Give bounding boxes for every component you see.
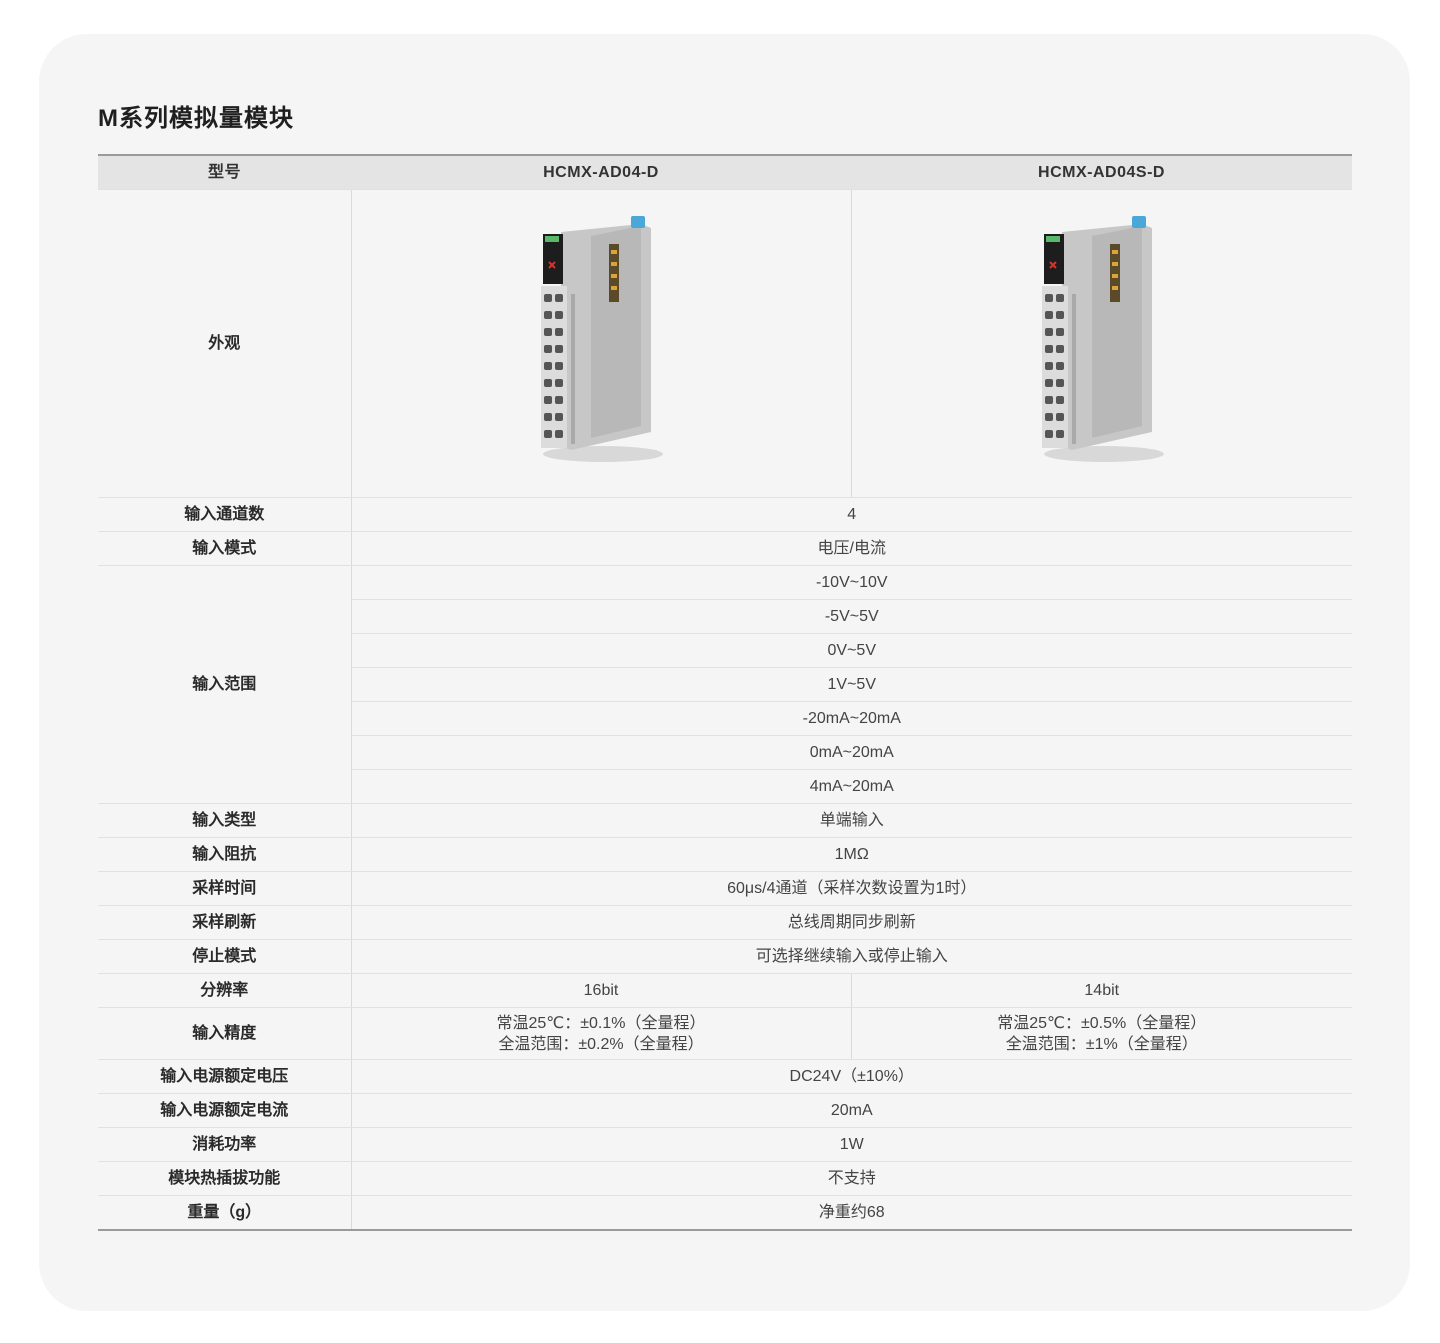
row-value-b: 常温25℃：±0.5%（全量程） 全温范围：±1%（全量程）	[851, 1007, 1352, 1060]
range-value: 4mA~20mA	[351, 769, 1352, 804]
module-image-b-cell	[851, 189, 1352, 498]
spec-table: 型号 HCMX-AD04-D HCMX-AD04S-D 外观	[98, 154, 1352, 1231]
row-value: 1W	[351, 1127, 1352, 1162]
row-label: 输入电源额定电流	[98, 1093, 352, 1128]
accuracy-line: 常温25℃：±0.5%（全量程）	[997, 1014, 1207, 1032]
header-model-a: HCMX-AD04-D	[351, 155, 851, 190]
row-value: 不支持	[351, 1161, 1352, 1196]
table-row-mode: 输入模式 电压/电流	[98, 531, 1352, 566]
row-label: 输入范围	[98, 565, 352, 804]
table-row-range: 0mA~20mA	[98, 735, 1352, 770]
row-value-a: 常温25℃：±0.1%（全量程） 全温范围：±0.2%（全量程）	[351, 1007, 852, 1060]
row-label: 停止模式	[98, 939, 352, 974]
header-model-b: HCMX-AD04S-D	[851, 155, 1352, 190]
table-row-resolution: 分辨率 16bit 14bit	[98, 973, 1352, 1008]
row-value: 总线周期同步刷新	[351, 905, 1352, 940]
accuracy-line: 全温范围：±0.2%（全量程）	[498, 1035, 704, 1053]
row-value: DC24V（±10%）	[351, 1059, 1352, 1094]
row-label: 输入阻抗	[98, 837, 352, 872]
row-value: 净重约68	[351, 1195, 1352, 1231]
module-image-icon	[1041, 215, 1164, 462]
table-row-rated-voltage: 输入电源额定电压 DC24V（±10%）	[98, 1059, 1352, 1094]
module-image-a-cell	[351, 189, 852, 498]
table-row-range: 4mA~20mA	[98, 769, 1352, 804]
table-row-appearance: 外观	[98, 189, 1352, 498]
module-image-icon	[541, 215, 663, 462]
page-title: M系列模拟量模块	[98, 105, 294, 132]
row-label: 输入通道数	[98, 497, 352, 532]
table-row-range: -20mA~20mA	[98, 701, 1352, 736]
row-value-b: 14bit	[851, 973, 1352, 1008]
accuracy-line: 全温范围：±1%（全量程）	[1005, 1035, 1198, 1053]
row-value: 1MΩ	[351, 837, 1352, 872]
row-label: 输入类型	[98, 803, 352, 838]
table-row-channels: 输入通道数 4	[98, 497, 1352, 532]
table-row-sample-time: 采样时间 60μs/4通道（采样次数设置为1时）	[98, 871, 1352, 906]
row-value: 60μs/4通道（采样次数设置为1时）	[351, 871, 1352, 906]
range-value: 0mA~20mA	[351, 735, 1352, 770]
row-label: 重量（g）	[98, 1195, 352, 1231]
range-value: 1V~5V	[351, 667, 1352, 702]
table-row-impedance: 输入阻抗 1MΩ	[98, 837, 1352, 872]
table-header-row: 型号 HCMX-AD04-D HCMX-AD04S-D	[98, 155, 1352, 190]
table-row-power: 消耗功率 1W	[98, 1127, 1352, 1162]
table-row-type: 输入类型 单端输入	[98, 803, 1352, 838]
row-label: 采样刷新	[98, 905, 352, 940]
table-row-range: 0V~5V	[98, 633, 1352, 668]
range-value: -5V~5V	[351, 599, 1352, 634]
table-row-accuracy: 输入精度 常温25℃：±0.1%（全量程） 全温范围：±0.2%（全量程） 常温…	[98, 1007, 1352, 1060]
row-label: 输入电源额定电压	[98, 1059, 352, 1094]
range-value: -20mA~20mA	[351, 701, 1352, 736]
header-label: 型号	[98, 155, 351, 190]
row-value: 4	[351, 497, 1352, 532]
row-label: 消耗功率	[98, 1127, 352, 1162]
row-label: 输入模式	[98, 531, 352, 566]
row-value: 电压/电流	[351, 531, 1352, 566]
row-label: 模块热插拔功能	[98, 1161, 352, 1196]
row-label: 输入精度	[98, 1007, 352, 1060]
row-value: 可选择继续输入或停止输入	[351, 939, 1352, 974]
row-label: 分辨率	[98, 973, 352, 1008]
row-value-a: 16bit	[351, 973, 852, 1008]
row-value: 单端输入	[351, 803, 1352, 838]
row-value: 20mA	[351, 1093, 1352, 1128]
table-row-range: 输入范围 -10V~10V	[98, 565, 1352, 804]
table-row-range: -5V~5V	[98, 599, 1352, 634]
range-value: 0V~5V	[351, 633, 1352, 668]
table-row-range: 1V~5V	[98, 667, 1352, 702]
table-row-stop-mode: 停止模式 可选择继续输入或停止输入	[98, 939, 1352, 974]
row-label: 外观	[98, 189, 352, 498]
range-value: -10V~10V	[351, 565, 1352, 600]
table-row-weight: 重量（g） 净重约68	[98, 1195, 1352, 1231]
row-label: 采样时间	[98, 871, 352, 906]
table-row-rated-current: 输入电源额定电流 20mA	[98, 1093, 1352, 1128]
table-row-sample-refresh: 采样刷新 总线周期同步刷新	[98, 905, 1352, 940]
table-row-hot-swap: 模块热插拔功能 不支持	[98, 1161, 1352, 1196]
accuracy-line: 常温25℃：±0.1%（全量程）	[496, 1014, 706, 1032]
